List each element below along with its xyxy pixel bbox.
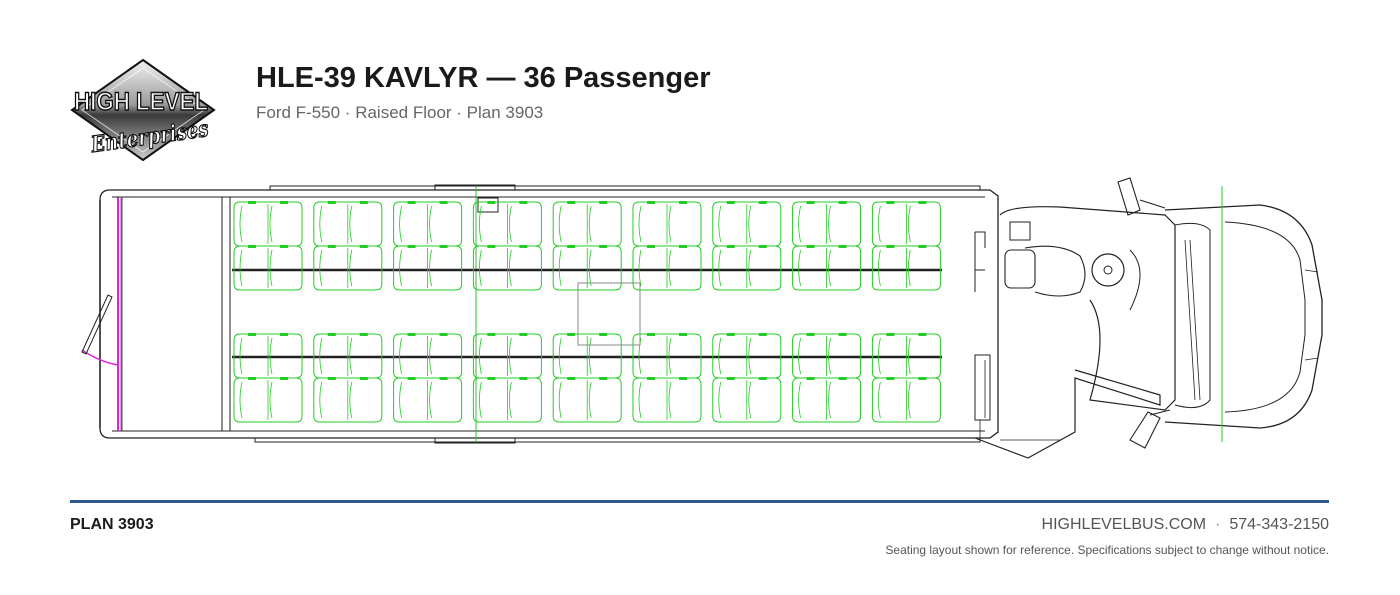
- logo-text-main: HIGH LEVEL: [74, 88, 208, 116]
- passenger-seat: [393, 201, 463, 247]
- passenger-seat: [632, 333, 702, 379]
- passenger-seat: [632, 245, 702, 291]
- floor-plan-diagram: [81, 177, 1323, 459]
- seat-group: [233, 201, 941, 423]
- passenger-seat: [233, 245, 303, 291]
- passenger-seat: [792, 333, 862, 379]
- passenger-seat: [792, 201, 862, 247]
- passenger-seat: [871, 245, 941, 291]
- passenger-seat: [233, 201, 303, 247]
- passenger-seat: [393, 245, 463, 291]
- passenger-seat: [472, 201, 542, 247]
- passenger-seat: [233, 377, 303, 423]
- passenger-seat: [313, 245, 383, 291]
- passenger-seat: [472, 333, 542, 379]
- passenger-seat: [552, 201, 622, 247]
- passenger-seat: [313, 377, 383, 423]
- rear-door-swing: [81, 294, 113, 355]
- passenger-seat: [871, 333, 941, 379]
- passenger-seat: [792, 245, 862, 291]
- phone-number[interactable]: 574-343-2150: [1229, 516, 1329, 533]
- passenger-seat: [472, 377, 542, 423]
- page-subtitle: Ford F-550 · Raised Floor · Plan 3903: [256, 103, 544, 122]
- contact-info: HIGHLEVELBUS.COM · 574-343-2150: [1042, 516, 1329, 534]
- brand-logo: HIGH LEVEL Enterprises: [68, 58, 218, 163]
- passenger-seat: [712, 245, 782, 291]
- passenger-seat: [393, 333, 463, 379]
- footer-divider: [70, 500, 1329, 503]
- passenger-seat: [552, 377, 622, 423]
- website-link[interactable]: HIGHLEVELBUS.COM: [1041, 516, 1207, 533]
- passenger-seat: [712, 333, 782, 379]
- passenger-seat: [712, 377, 782, 423]
- passenger-seat: [472, 245, 542, 291]
- logo-diamond: [70, 58, 216, 162]
- passenger-seat: [632, 201, 702, 247]
- rear-emergency-door: [81, 198, 122, 431]
- contact-separator: ·: [1215, 516, 1221, 533]
- passenger-seat: [871, 201, 941, 247]
- passenger-seat: [632, 377, 702, 423]
- passenger-seat: [552, 245, 622, 291]
- passenger-seat: [233, 333, 303, 379]
- passenger-seat: [313, 333, 383, 379]
- disclaimer: Seating layout shown for reference. Spec…: [885, 543, 1329, 557]
- passenger-seat: [792, 377, 862, 423]
- passenger-seat: [393, 377, 463, 423]
- logo-mark: HIGH LEVEL Enterprises: [70, 58, 216, 162]
- passenger-seat: [313, 201, 383, 247]
- passenger-seat: [552, 333, 622, 379]
- plan-label: PLAN 3903: [70, 516, 154, 533]
- page-title: HLE-39 KAVLYR — 36 Passenger: [256, 62, 711, 94]
- bus-body-outline: [99, 177, 1323, 459]
- passenger-seat: [712, 201, 782, 247]
- passenger-seat: [871, 377, 941, 423]
